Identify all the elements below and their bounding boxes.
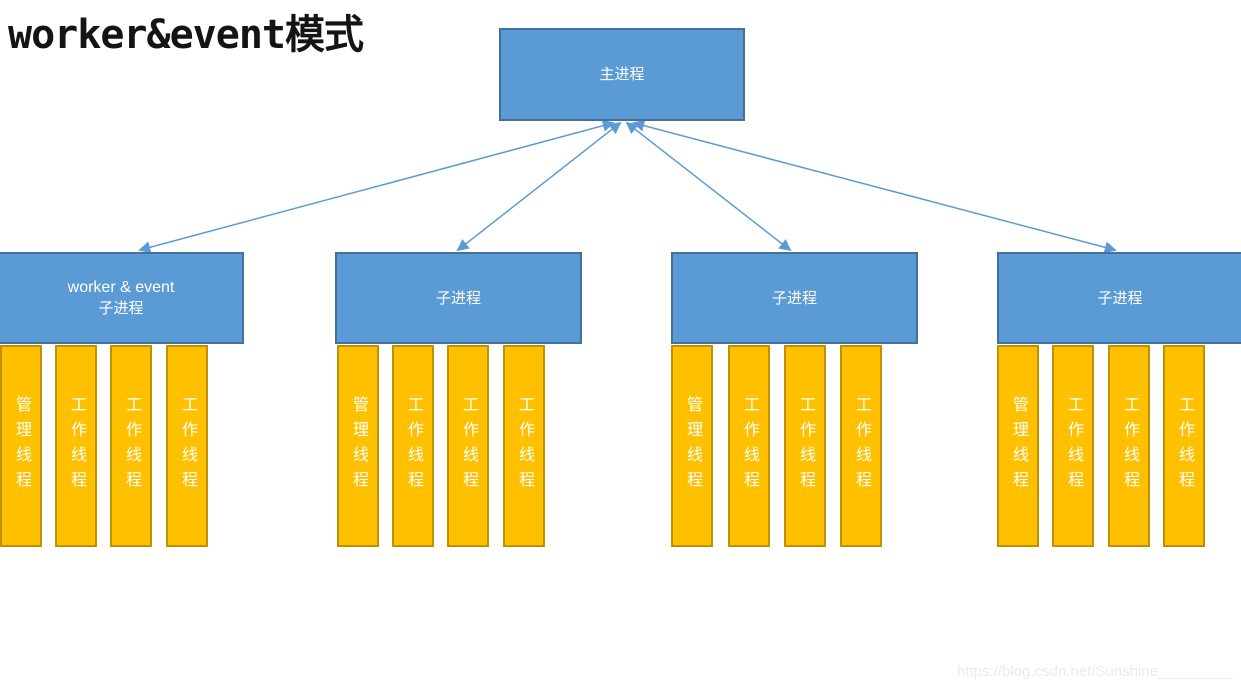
thread-bar: 工作线程 xyxy=(1163,345,1205,547)
child-process-box-3: 子进程 xyxy=(997,252,1241,344)
thread-bar: 工作线程 xyxy=(1052,345,1094,547)
thread-label: 管理线程 xyxy=(684,396,701,496)
thread-bar: 工作线程 xyxy=(503,345,545,547)
thread-label: 工作线程 xyxy=(460,396,477,496)
thread-label: 工作线程 xyxy=(853,396,870,496)
watermark-url: https://blog.csdn.net/Sunshine_________ xyxy=(956,663,1233,680)
thread-label: 工作线程 xyxy=(1121,396,1138,496)
thread-bar: 工作线程 xyxy=(110,345,152,547)
main-process-box: 主进程 xyxy=(499,28,745,121)
page-title: worker&event模式 xyxy=(8,12,364,58)
thread-label: 工作线程 xyxy=(797,396,814,496)
thread-bar: 工作线程 xyxy=(55,345,97,547)
thread-bar: 工作线程 xyxy=(840,345,882,547)
child-process-0-label-line1: worker & event xyxy=(67,279,175,296)
thread-label: 工作线程 xyxy=(516,396,533,496)
thread-bar: 工作线程 xyxy=(447,345,489,547)
thread-bar: 工作线程 xyxy=(392,345,434,547)
arrow-main-to-child-1 xyxy=(456,121,622,252)
thread-label: 工作线程 xyxy=(405,396,422,496)
thread-label: 工作线程 xyxy=(741,396,758,496)
thread-label: 管理线程 xyxy=(1010,396,1027,496)
thread-label: 工作线程 xyxy=(1065,396,1082,496)
child-process-2-label-line2: 子进程 xyxy=(771,289,817,307)
thread-bar: 工作线程 xyxy=(1108,345,1150,547)
thread-bar: 管理线程 xyxy=(337,345,379,547)
thread-bar: 管理线程 xyxy=(997,345,1039,547)
thread-bar: 管理线程 xyxy=(0,345,42,547)
thread-label: 工作线程 xyxy=(68,396,85,496)
child-process-box-1: 子进程 xyxy=(335,252,582,344)
thread-label: 工作线程 xyxy=(179,396,196,496)
thread-bar: 工作线程 xyxy=(166,345,208,547)
main-process-label: 主进程 xyxy=(599,66,645,83)
arrow-main-to-child-2 xyxy=(625,121,792,252)
child-process-box-2: 子进程 xyxy=(671,252,918,344)
thread-bar: 工作线程 xyxy=(784,345,826,547)
thread-bar: 工作线程 xyxy=(728,345,770,547)
child-process-box-0: worker & event 子进程 xyxy=(0,252,244,344)
thread-label: 工作线程 xyxy=(1176,396,1193,496)
thread-label: 管理线程 xyxy=(13,396,30,496)
child-process-1-label-line2: 子进程 xyxy=(435,289,481,307)
child-process-0-label-line2: 子进程 xyxy=(98,300,144,317)
thread-label: 工作线程 xyxy=(123,396,140,496)
child-process-3-label-line2: 子进程 xyxy=(1097,289,1143,307)
thread-bar: 管理线程 xyxy=(671,345,713,547)
thread-label: 管理线程 xyxy=(350,396,367,496)
arrow-main-to-child-3 xyxy=(632,119,1117,254)
arrow-main-to-child-0 xyxy=(138,119,615,254)
